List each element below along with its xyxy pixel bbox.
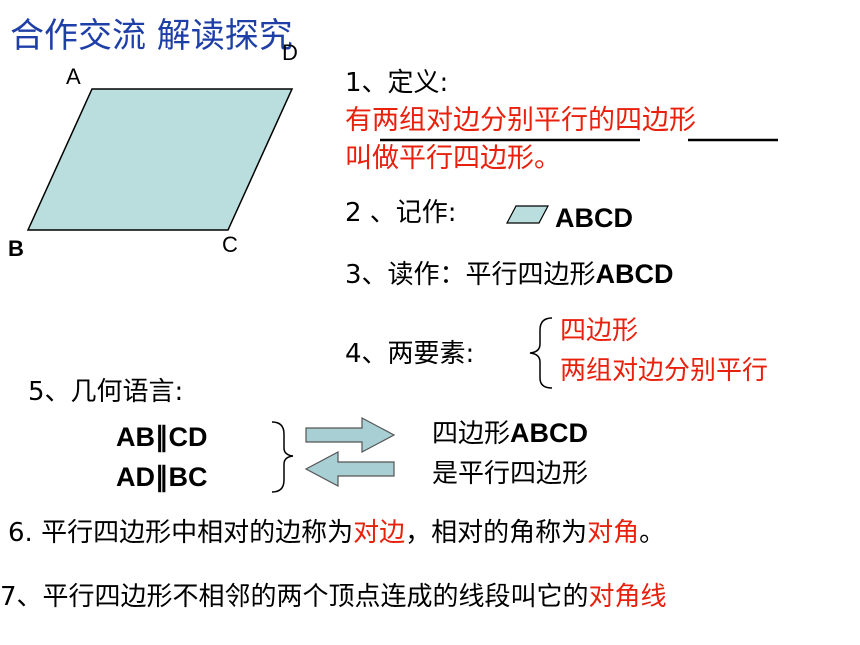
reading-value: ABCD [595,259,674,289]
elements-label: 4、两要素: [345,339,475,369]
vertex-label-a: A [66,64,81,89]
condition-ad-bc: AD∥BC [116,462,208,492]
right-arrow-icon [305,417,396,453]
definition-line1: 有两组对边分别平行的四边形 [345,105,696,136]
item6-text-c: 。 [639,518,666,548]
item6-red-edges: 对边 [353,518,406,548]
item7-text-a: 7、平行四边形不相邻的两个顶点连成的线段叫它的 [0,582,589,612]
geometry-language-label: 5、几何语言: [28,377,184,407]
definition-line2: 叫做平行四边形。 [345,143,561,174]
reading-label: 3、读作：平行四边形 [345,260,596,290]
vertex-label-d: D [282,40,298,65]
item6-text-a: 6. 平行四边形中相对的边称为 [8,518,354,548]
reading-line: 3、读作：平行四边形ABCD [345,254,674,291]
condition-ab-cd: AB∥CD [116,422,208,452]
result-value: ABCD [510,418,589,448]
result-prefix: 四边形 [432,419,511,449]
notation-label: 2 、记作: [345,198,457,228]
item6-text-b: ，相对的角称为 [405,518,588,548]
left-brace-icon [529,317,553,389]
definition-heading: 1、定义: [345,68,449,98]
result-line2: 是平行四边形 [432,459,589,489]
item6-red-angles: 对角 [587,518,640,548]
elements-item2: 两组对边分别平行 [560,356,769,386]
parallelogram-shape [26,88,294,231]
notation-value: ABCD [555,203,633,233]
result-line1: 四边形ABCD [432,413,588,450]
elements-item1: 四边形 [560,316,639,346]
page-title: 合作交流 解读探究 [10,16,293,56]
left-arrow-icon [304,451,395,487]
item7-red-diagonal: 对角线 [588,582,667,612]
item7-line: 7、平行四边形不相邻的两个顶点连成的线段叫它的对角线 [0,576,667,613]
vertex-label-b: B [8,236,24,261]
vertex-label-c: C [222,232,238,257]
item6-line: 6. 平行四边形中相对的边称为对边，相对的角称为对角。 [8,512,665,549]
right-brace-icon [271,421,294,493]
parallelogram-symbol-icon [506,205,549,224]
